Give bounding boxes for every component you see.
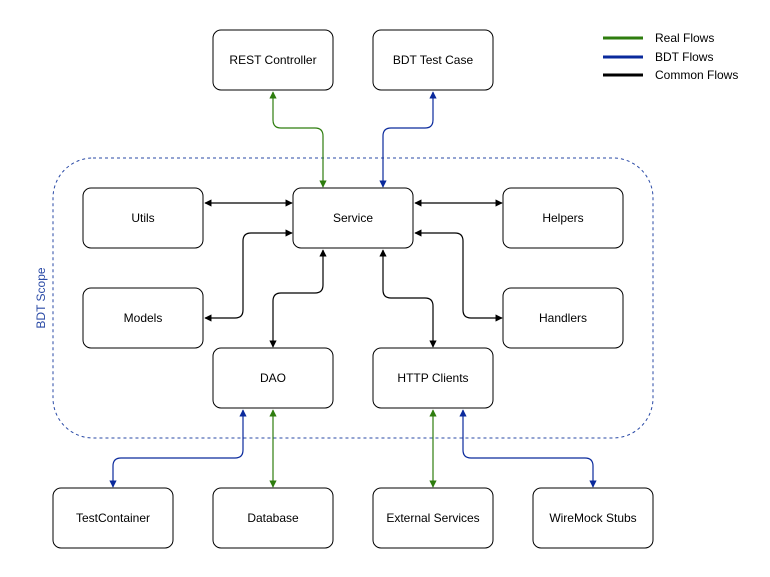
node-http-clients: HTTP Clients [372, 347, 494, 409]
node-bdt-test-case: BDT Test Case [372, 29, 494, 91]
legend: Real Flows BDT Flows Common Flows [603, 31, 738, 82]
node-http-clients-label: HTTP Clients [397, 371, 468, 385]
node-bdt-test-case-label: BDT Test Case [393, 53, 474, 67]
node-helpers: Helpers [502, 187, 624, 249]
node-rest-controller: REST Controller [212, 29, 334, 91]
node-wiremock-stubs-label: WireMock Stubs [549, 511, 636, 525]
edge-dao-testcontainer [109, 409, 247, 488]
edge-service-http-clients [379, 249, 437, 348]
node-service: Service [292, 187, 414, 249]
bdt-scope-label: BDT Scope [34, 267, 48, 328]
legend-common-label: Common Flows [655, 68, 738, 82]
node-helpers-label: Helpers [542, 211, 583, 225]
node-utils-label: Utils [131, 211, 154, 225]
node-rest-controller-label: REST Controller [229, 53, 316, 67]
node-database: Database [212, 487, 334, 549]
legend-bdt-label: BDT Flows [655, 50, 713, 64]
node-wiremock-stubs: WireMock Stubs [532, 487, 654, 549]
node-models-label: Models [124, 311, 163, 325]
bdt-scope-boundary [52, 157, 654, 439]
edge-service-handlers [414, 229, 503, 322]
node-external-services: External Services [372, 487, 494, 549]
edge-service-models [204, 229, 293, 322]
node-utils: Utils [82, 187, 204, 249]
node-dao: DAO [212, 347, 334, 409]
node-service-label: Service [333, 211, 373, 225]
node-handlers: Handlers [502, 287, 624, 349]
node-dao-label: DAO [260, 371, 286, 385]
edges [109, 91, 597, 488]
edge-bdt-test-case-service [379, 91, 437, 188]
edge-rest-controller-service [269, 91, 327, 188]
node-external-services-label: External Services [386, 511, 479, 525]
legend-real-label: Real Flows [655, 31, 714, 45]
edge-service-dao [269, 249, 327, 348]
node-database-label: Database [247, 511, 299, 525]
node-testcontainer: TestContainer [52, 487, 174, 549]
edge-http-clients-wiremock-stubs [459, 409, 597, 488]
node-handlers-label: Handlers [539, 311, 587, 325]
node-models: Models [82, 287, 204, 349]
node-testcontainer-label: TestContainer [76, 511, 150, 525]
